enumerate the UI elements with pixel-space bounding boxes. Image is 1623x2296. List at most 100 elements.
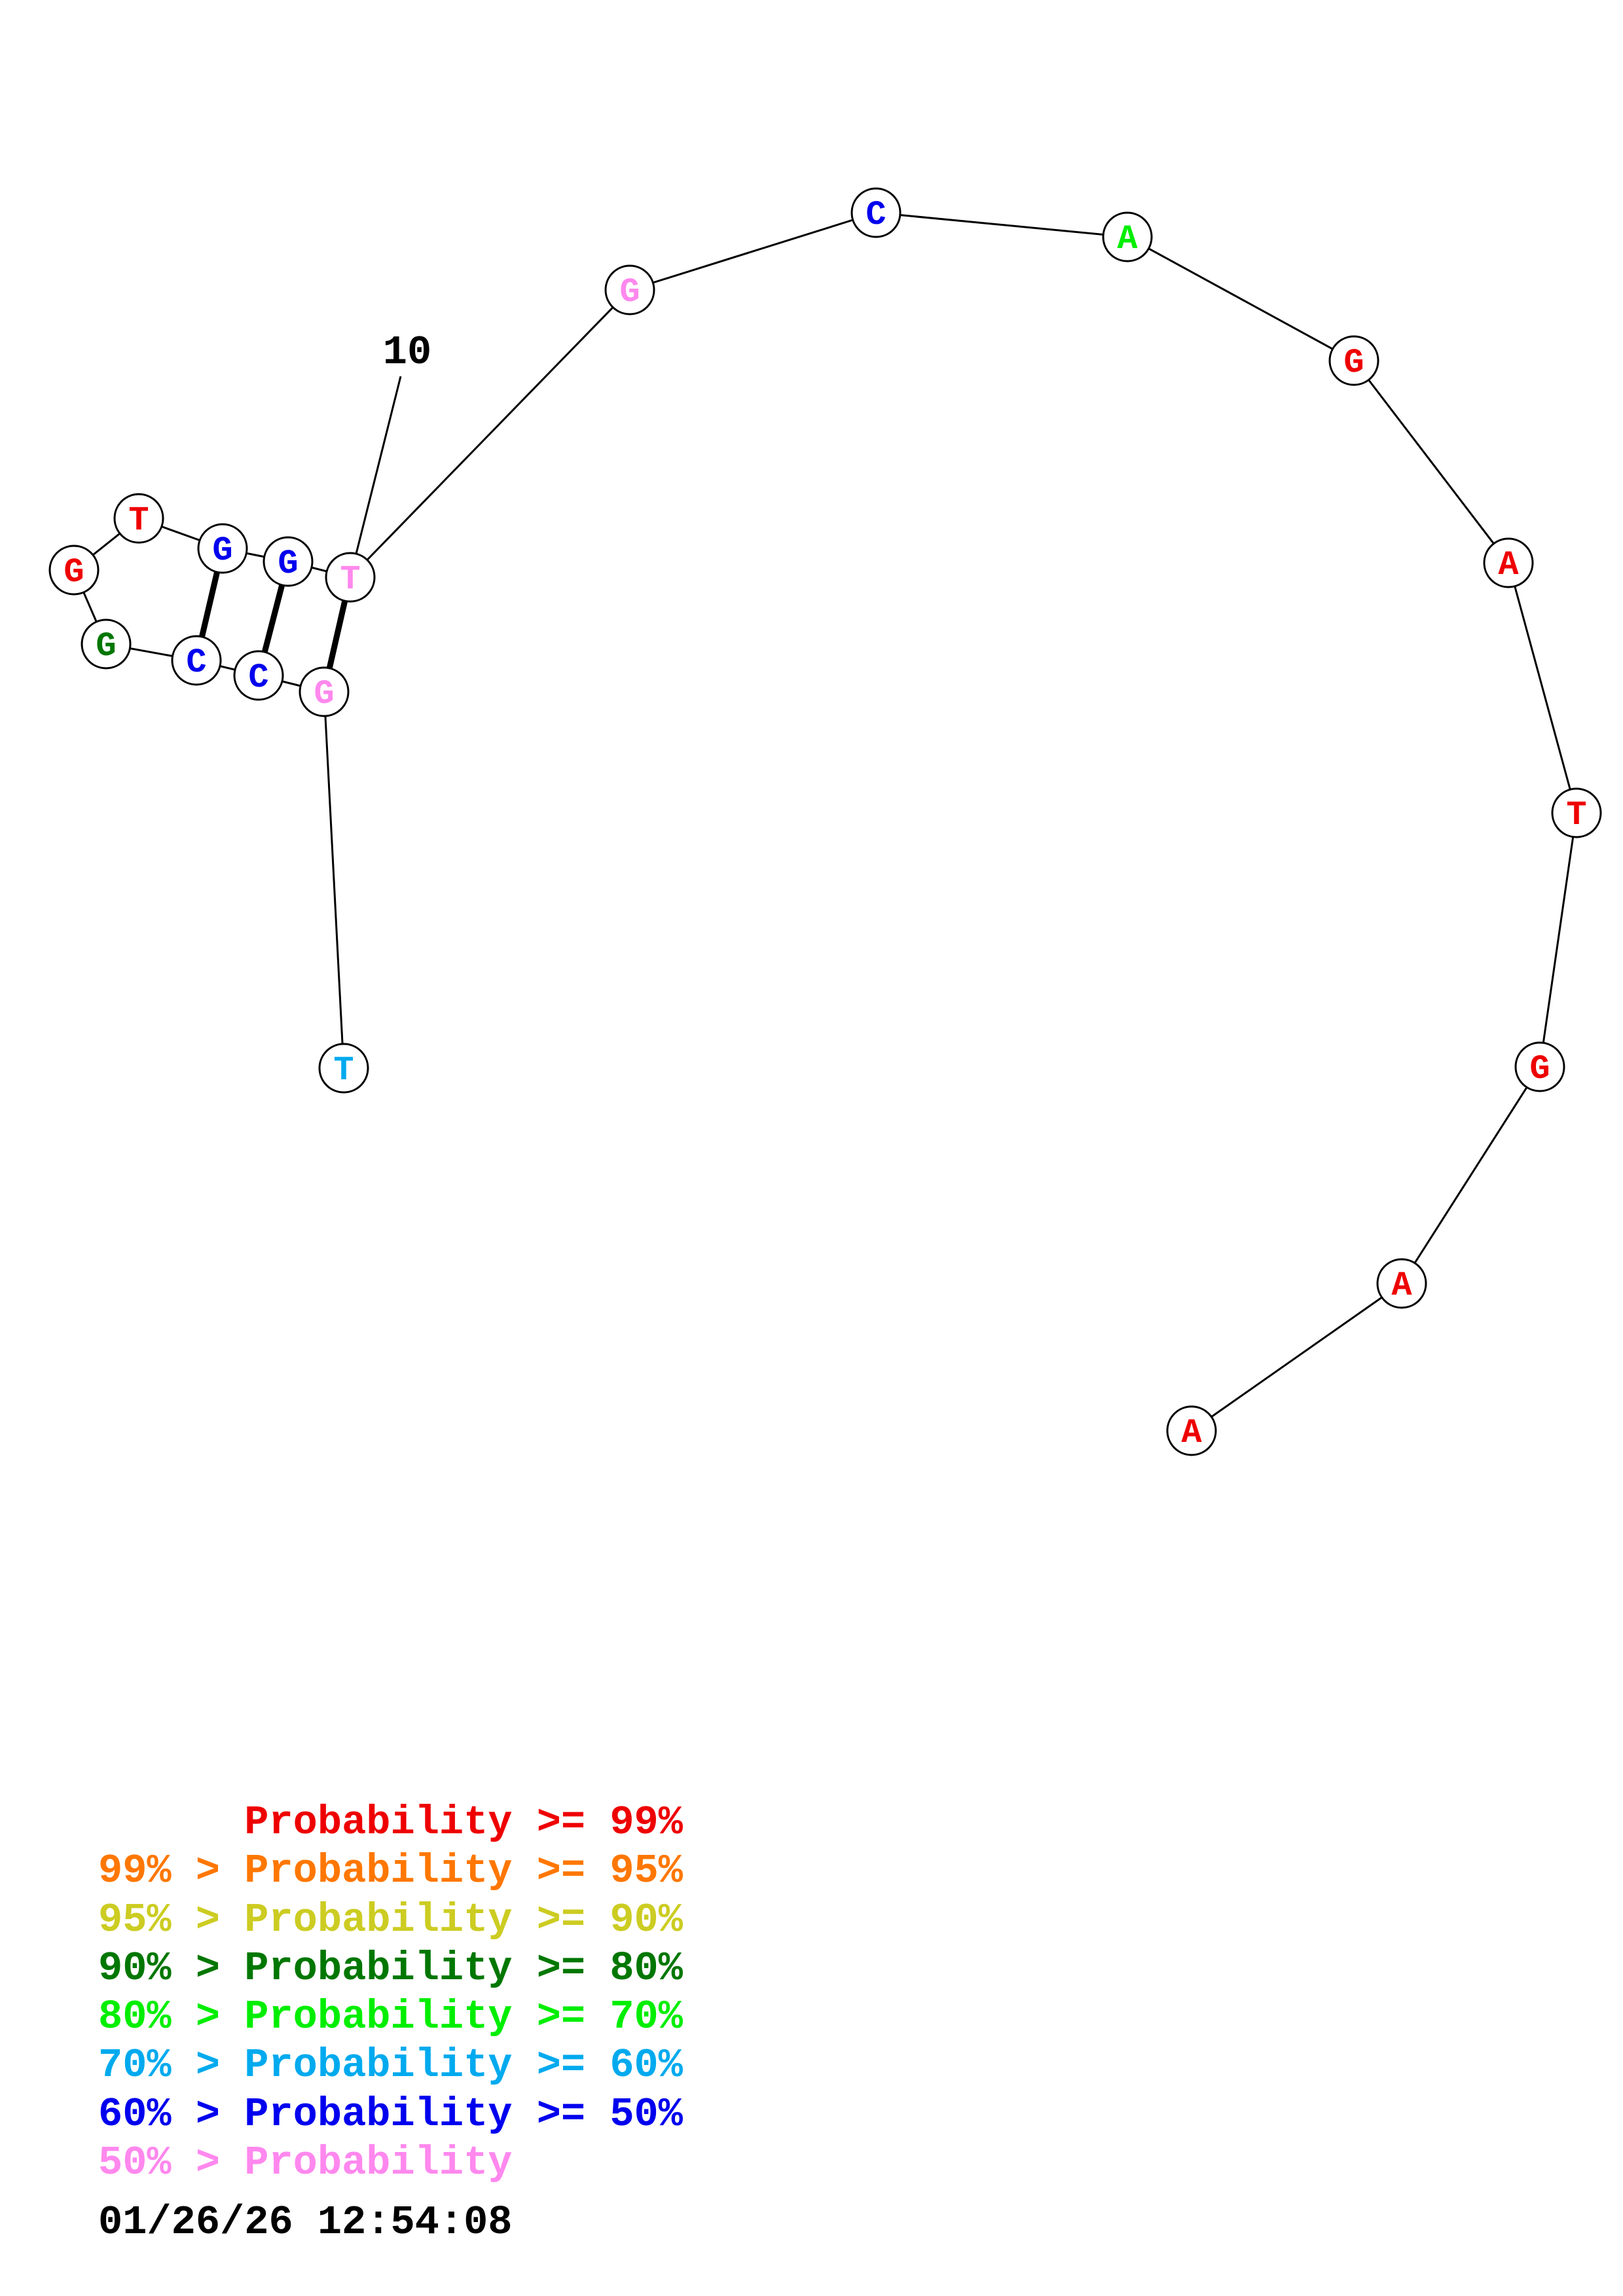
nucleotide-node: C xyxy=(233,650,284,701)
nucleotide-base: A xyxy=(1498,546,1519,584)
nucleotide-node: A xyxy=(1102,211,1153,262)
legend-row: 99% > Probability >= 95% xyxy=(98,1847,683,1895)
backbone-link xyxy=(1191,1282,1402,1432)
legend-row: 60% > Probability >= 50% xyxy=(98,2090,683,2139)
nucleotide-circle xyxy=(263,536,314,587)
nucleotide-base: T xyxy=(340,560,360,599)
legend-range-prefix: 70% > xyxy=(98,2042,245,2089)
nucleotide-base: T xyxy=(333,1051,354,1090)
backbone-link xyxy=(1400,1066,1541,1284)
nucleotide-circle xyxy=(1551,787,1602,838)
backbone-link xyxy=(1507,562,1578,814)
position-marker-layer: 10 xyxy=(349,329,431,578)
nucleotide-base: G xyxy=(1529,1050,1550,1088)
legend-range-text: Probability xyxy=(244,2140,513,2187)
nucleotide-circle xyxy=(1328,335,1379,386)
nucleotide-base: G xyxy=(64,553,84,592)
nucleotide-base: C xyxy=(186,643,206,682)
nucleotide-circle xyxy=(48,545,100,596)
nucleotide-base: A xyxy=(1181,1414,1202,1452)
backbone-layer xyxy=(73,211,1578,1432)
nucleotide-base: C xyxy=(248,658,268,697)
nucleotide-circle xyxy=(325,552,376,603)
backbone-link xyxy=(1127,236,1355,362)
legend-range-text: Probability >= 80% xyxy=(244,1945,683,1992)
backbone-link xyxy=(875,211,1128,238)
nucleotide-node: T xyxy=(325,552,376,603)
nucleotide-base: G xyxy=(1343,344,1364,382)
nucleotide-circle xyxy=(1102,211,1153,262)
nucleotide-circle xyxy=(1514,1041,1565,1092)
nucleotide-node: G xyxy=(81,619,132,670)
backbone-link xyxy=(629,211,877,291)
legend-range-prefix: 90% > xyxy=(98,1945,245,1992)
legend-range-text: Probability >= 99% xyxy=(244,1799,683,1846)
legend-range-prefix: 60% > xyxy=(98,2090,245,2138)
nucleotide-circle xyxy=(318,1043,369,1094)
backbone-link xyxy=(349,289,631,579)
nucleotide-node: A xyxy=(1376,1258,1427,1309)
legend-row: 95% > Probability >= 90% xyxy=(98,1896,683,1945)
nucleotide-circle xyxy=(299,666,350,717)
nucleotide-node: G xyxy=(299,666,350,717)
position-label: 10 xyxy=(383,329,431,376)
nucleotide-node: G xyxy=(48,545,100,596)
nucleotide-circle xyxy=(197,523,248,574)
legend-row: 50% > Probability xyxy=(98,2139,683,2187)
nucleotide-circle xyxy=(850,187,902,238)
legend-range-text: Probability >= 95% xyxy=(244,1848,683,1895)
backbone-link xyxy=(1539,812,1578,1067)
legend-range-text: Probability >= 50% xyxy=(244,2090,683,2138)
legend-range-prefix: 95% > xyxy=(98,1896,245,1943)
nucleotide-base: T xyxy=(1566,796,1586,834)
backbone-link xyxy=(1353,360,1510,564)
nucleotide-base: T xyxy=(128,501,149,540)
nucleotide-circle xyxy=(171,635,222,686)
nucleotide-base: A xyxy=(1391,1266,1412,1305)
backbone-link xyxy=(323,691,345,1069)
nucleotide-base: G xyxy=(212,531,232,570)
nucleotide-circle xyxy=(233,650,284,701)
nucleotide-node: C xyxy=(850,187,902,238)
legend-range-text: Probability >= 90% xyxy=(244,1896,683,1943)
probability-legend: Probability >= 99%99% > Probability >= 9… xyxy=(98,1799,683,2187)
nucleotide-base: G xyxy=(278,545,298,583)
legend-range-prefix xyxy=(98,1799,244,1846)
nucleotide-node: C xyxy=(171,635,222,686)
nucleotide-node: G xyxy=(604,264,655,315)
timestamp: 01/26/26 12:54:08 xyxy=(98,2199,513,2246)
nucleotide-circle xyxy=(81,619,132,670)
nucleotide-node: A xyxy=(1166,1405,1217,1456)
nucleotide-node: G xyxy=(1328,335,1379,386)
nucleotide-circle xyxy=(1376,1258,1427,1309)
legend-row: 70% > Probability >= 60% xyxy=(98,2041,683,2090)
nucleotide-base: G xyxy=(96,627,116,666)
nucleotide-node: T xyxy=(1551,787,1602,838)
nucleotide-circle xyxy=(113,493,164,544)
legend-range-prefix: 50% > xyxy=(98,2140,245,2187)
nucleotide-node: G xyxy=(263,536,314,587)
nucleotide-base: C xyxy=(866,196,886,234)
nucleotide-base: G xyxy=(619,273,640,312)
nucleotide-base: A xyxy=(1117,220,1138,259)
position-tick xyxy=(349,376,402,578)
nucleotide-circle xyxy=(604,264,655,315)
nucleotide-node: G xyxy=(1514,1041,1565,1092)
nucleotide-circle xyxy=(1483,537,1534,588)
legend-row: 90% > Probability >= 80% xyxy=(98,1945,683,1993)
legend-range-text: Probability >= 70% xyxy=(244,1994,683,2041)
nucleotide-base: G xyxy=(314,675,334,713)
nucleotide-node: A xyxy=(1483,537,1534,588)
legend-range-text: Probability >= 60% xyxy=(244,2042,683,2089)
nucleotide-node: T xyxy=(318,1043,369,1094)
legend-row: Probability >= 99% xyxy=(98,1799,683,1847)
nucleotide-node: T xyxy=(113,493,164,544)
nucleotide-circle xyxy=(1166,1405,1217,1456)
legend-row: 80% > Probability >= 70% xyxy=(98,1993,683,2041)
legend-range-prefix: 99% > xyxy=(98,1848,245,1895)
legend-range-prefix: 80% > xyxy=(98,1994,245,2041)
nucleotide-node: G xyxy=(197,523,248,574)
